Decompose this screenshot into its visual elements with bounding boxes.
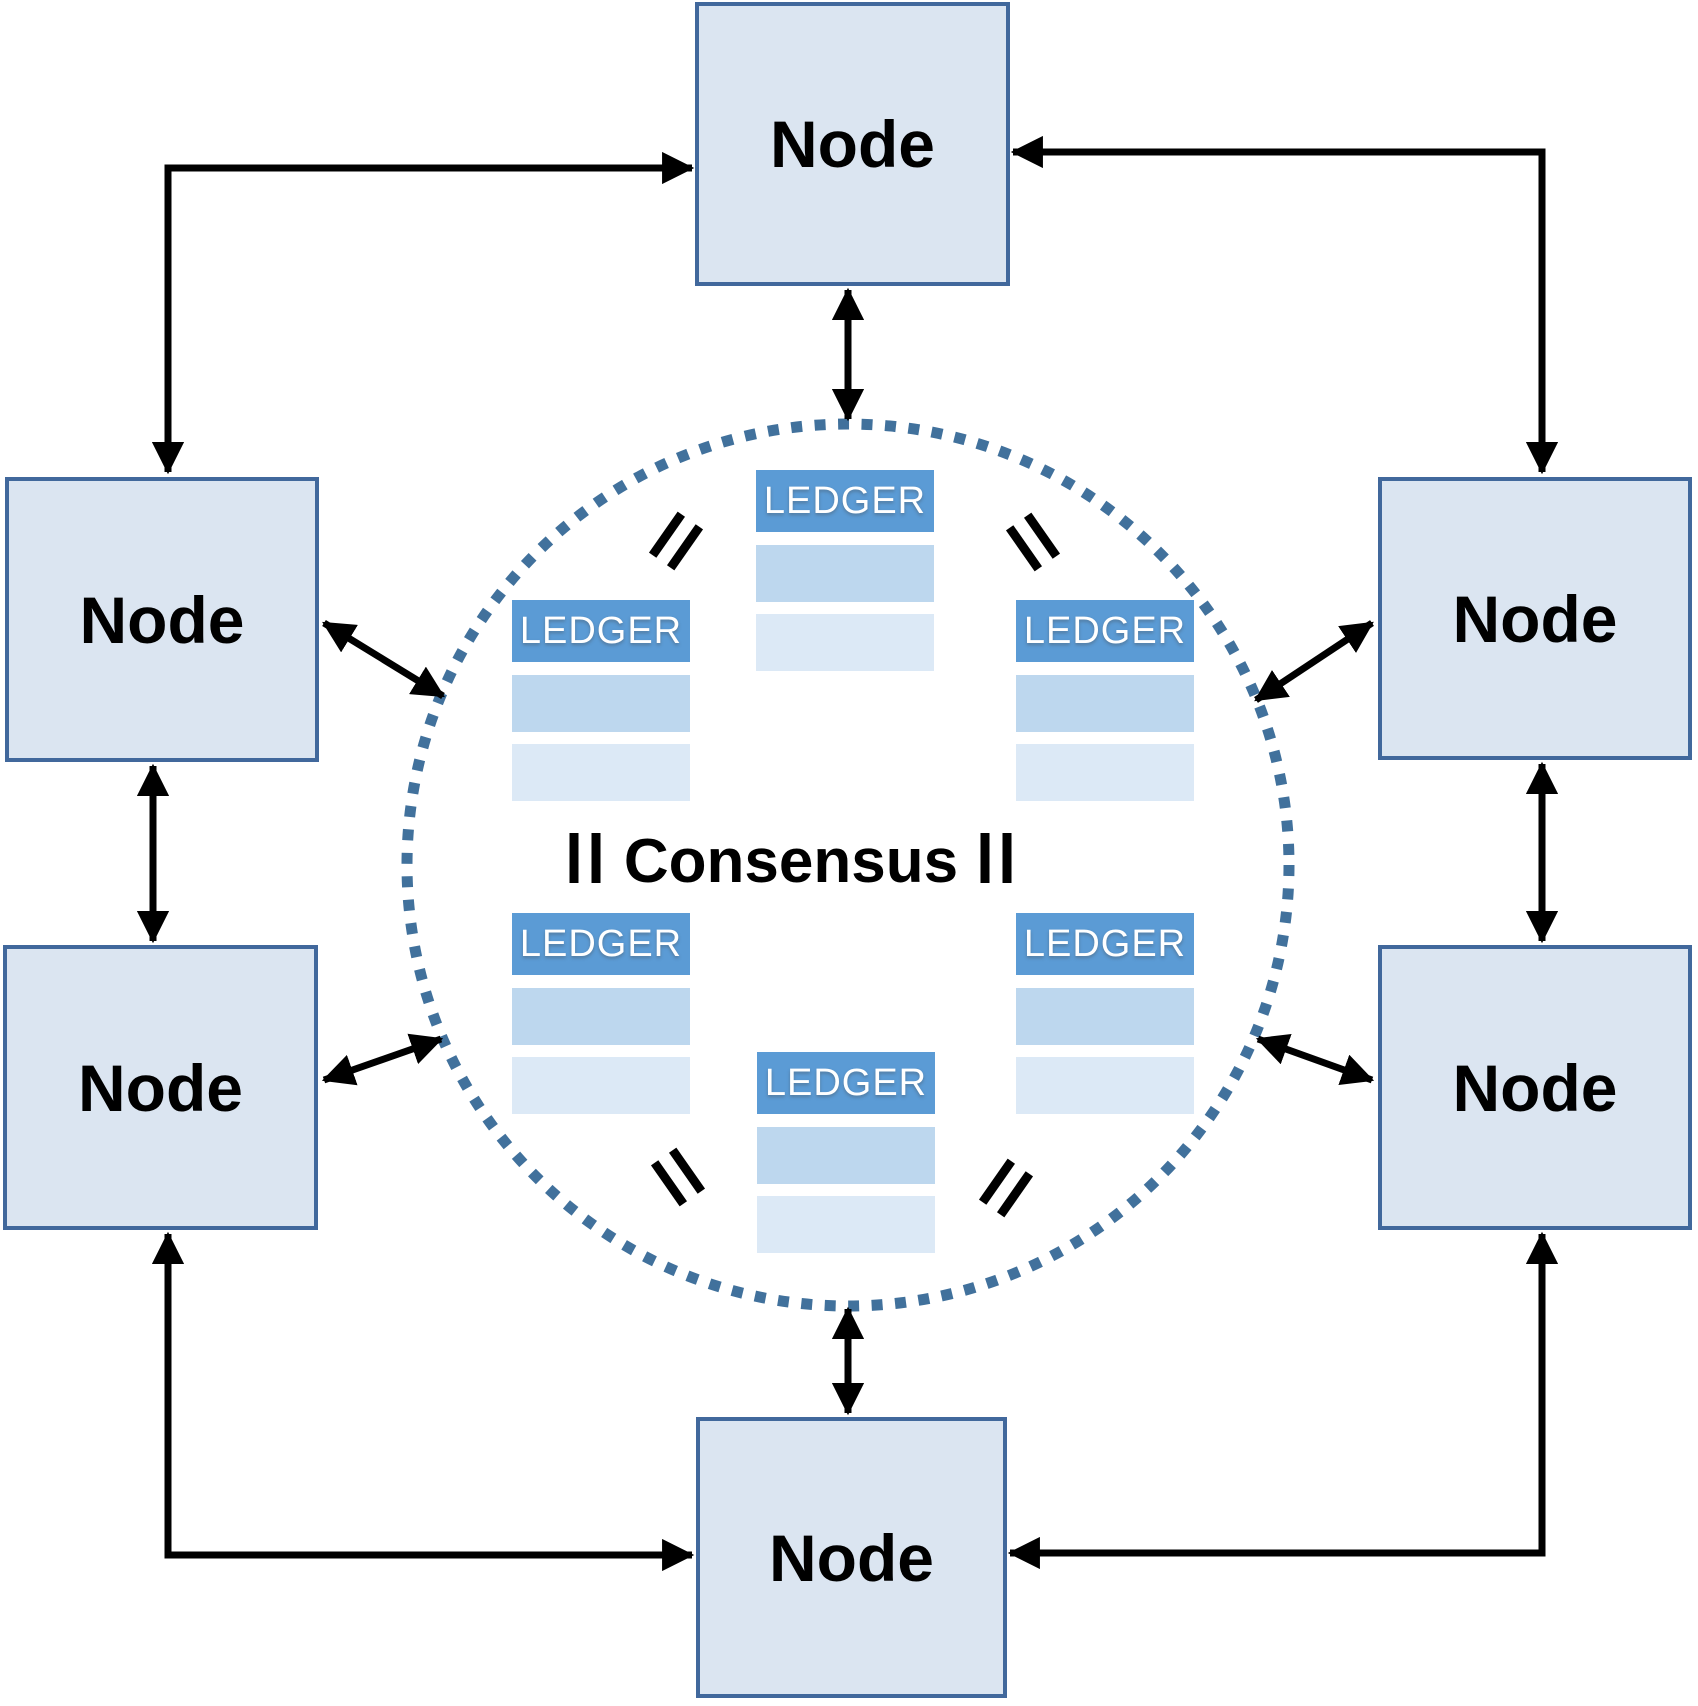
ledger-row	[756, 614, 934, 671]
ledger-row	[757, 1196, 935, 1253]
ledger-header: LEDGER	[756, 470, 934, 532]
connector-bottomright-elbow	[1007, 1231, 1559, 1570]
connector-upperright-node-circle	[1254, 620, 1374, 703]
connector-upperleft-node-circle	[322, 620, 445, 699]
ledger-row	[1016, 744, 1194, 801]
node-label: Node	[1452, 581, 1618, 656]
ledger-header: LEDGER	[512, 913, 690, 975]
node-box-lower-left: Node	[3, 945, 318, 1230]
node-label: Node	[769, 1520, 934, 1595]
ledger-table-upper-left: LEDGER	[512, 600, 690, 801]
ledger-header: LEDGER	[757, 1052, 935, 1114]
consensus-label: Consensus	[623, 827, 959, 896]
node-box-upper-right: Node	[1378, 477, 1692, 760]
ledger-table-bottom: LEDGER	[757, 1052, 935, 1253]
connector-lowerright-node-circle	[1255, 1033, 1375, 1086]
node-label: Node	[78, 1050, 243, 1125]
ledger-row	[1016, 1057, 1194, 1114]
ledger-row	[757, 1127, 935, 1184]
ledger-row	[512, 675, 690, 732]
connector-lowerleft-node-circle	[321, 1033, 444, 1086]
ledger-table-lower-left: LEDGER	[512, 913, 690, 1114]
ledger-table-upper-right: LEDGER	[1016, 600, 1194, 801]
node-box-bottom: Node	[696, 1417, 1007, 1698]
ledger-header: LEDGER	[1016, 913, 1194, 975]
consensus-dotted-circle	[401, 418, 1295, 1312]
ledger-table-lower-right: LEDGER	[1016, 913, 1194, 1114]
ledger-row	[1016, 675, 1194, 732]
ledger-row	[512, 988, 690, 1045]
node-label: Node	[79, 582, 245, 657]
ledger-header: LEDGER	[1016, 600, 1194, 662]
ledger-header: LEDGER	[512, 600, 690, 662]
node-label: Node	[770, 107, 935, 181]
node-box-top: Node	[695, 2, 1010, 286]
node-box-lower-right: Node	[1378, 945, 1692, 1230]
ledger-row	[512, 744, 690, 801]
node-label: Node	[1452, 1050, 1618, 1125]
ledger-row	[512, 1057, 690, 1114]
connector-bottomleft-elbow	[151, 1231, 695, 1572]
node-box-upper-left: Node	[5, 477, 319, 762]
connector-topleft-elbow	[151, 151, 695, 475]
ledger-row	[1016, 988, 1194, 1045]
ledger-table-top: LEDGER	[756, 470, 934, 671]
connector-topright-elbow	[1010, 135, 1559, 475]
ledger-row	[756, 545, 934, 602]
